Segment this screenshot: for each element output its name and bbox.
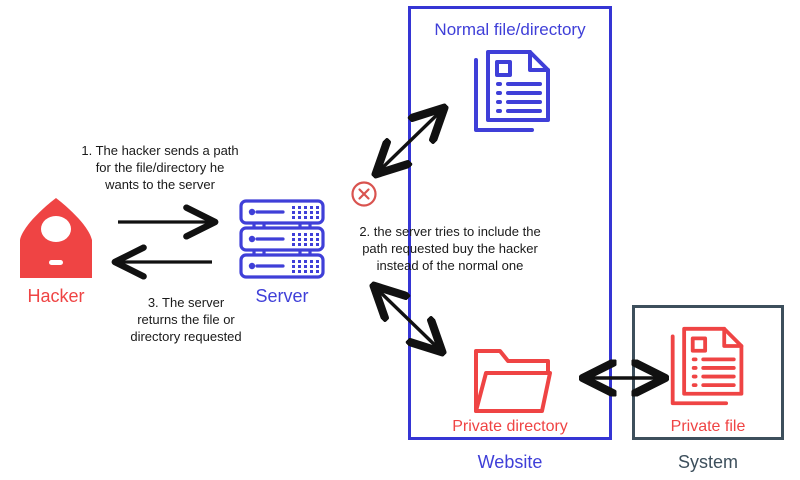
website-container: [408, 6, 612, 440]
arrow-server-to-private-directory: [376, 288, 440, 350]
documents-icon-private-file: [665, 325, 751, 409]
hacker-label: Hacker: [27, 286, 85, 306]
step-1-text: 1. The hacker sends a path for the file/…: [81, 143, 239, 192]
documents-icon-normal: [470, 48, 556, 136]
circle-x-icon: [350, 180, 378, 208]
hacker-icon: [14, 196, 98, 280]
arrow-server-to-normal-file: [378, 110, 442, 172]
website-label: Website: [477, 452, 543, 472]
normal-file-title: Normal file/directory: [434, 20, 586, 39]
step-3-text: 3. The server returns the file or direct…: [130, 295, 242, 344]
system-label: System: [677, 452, 738, 472]
private-directory-label: Private directory: [452, 418, 568, 435]
server-label: Server: [255, 286, 309, 306]
private-file-label: Private file: [670, 418, 746, 435]
step-2-text: 2. the server tries to include the path …: [359, 224, 541, 273]
folder-icon-private-directory: [472, 345, 556, 417]
server-icon: [238, 198, 326, 282]
